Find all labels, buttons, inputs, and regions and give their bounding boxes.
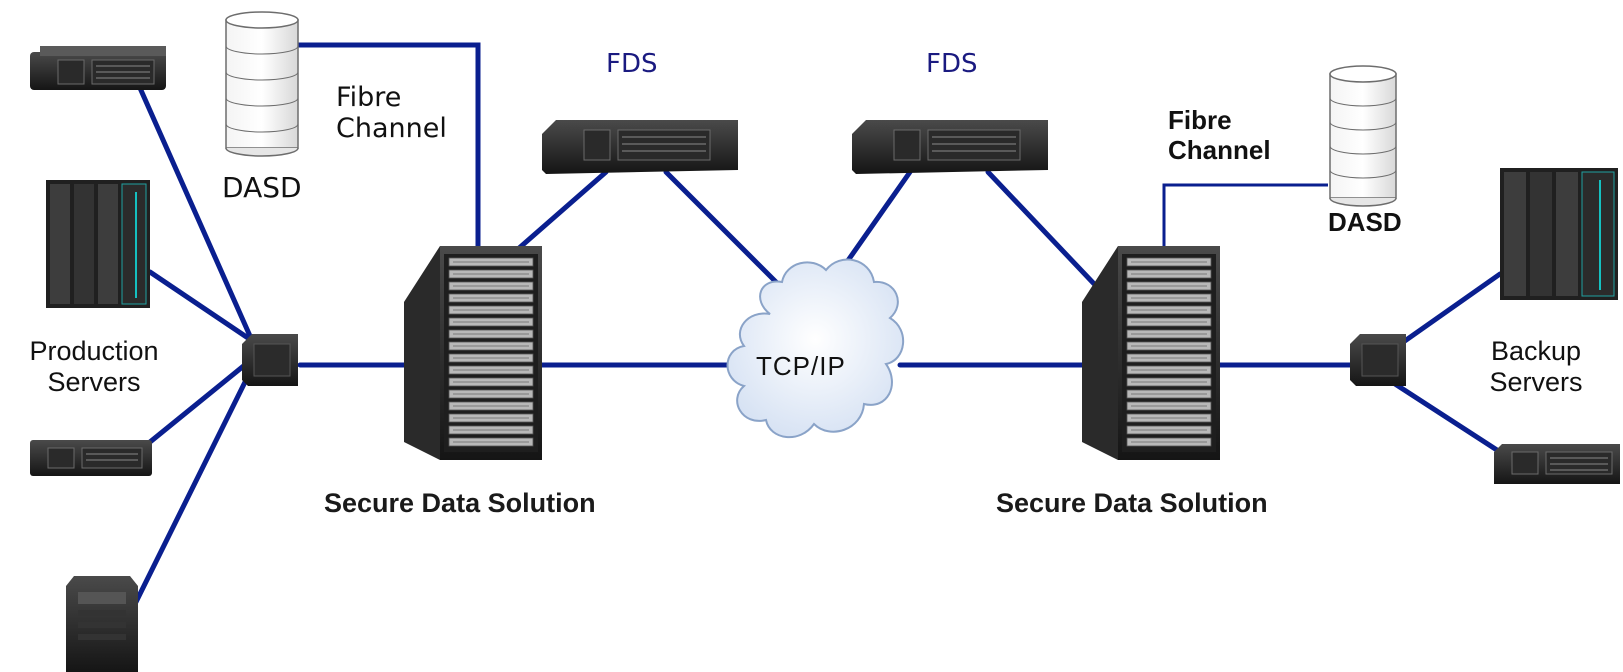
link-fds-right-to-sds-right [985, 169, 1101, 291]
link-prod-server-1 [137, 85, 253, 339]
fibre-channel-right-label: Fibre Channel [1168, 105, 1271, 166]
fibre-channel-right-link [1162, 183, 1328, 252]
rack-server-icon [542, 120, 738, 174]
rack-server-icon [1494, 444, 1620, 484]
network-switch-icon [242, 334, 298, 386]
network-switch-icon [1350, 334, 1406, 386]
disk-storage-icon [225, 11, 299, 157]
rack-server-icon [30, 440, 152, 476]
backup-servers-label-line2: Servers [1489, 367, 1583, 398]
tower-server-icon [46, 180, 150, 308]
production-servers-label-line2: Servers [47, 367, 141, 398]
fibre-channel-left-link [298, 42, 481, 252]
cloud-network-icon [726, 258, 905, 439]
secure-data-server-bays-right [1126, 257, 1212, 447]
link-prod-server-2 [147, 269, 251, 341]
tcp-ip-label: TCP/IP [756, 351, 846, 381]
backup-servers-label-line1: Backup [1490, 336, 1582, 366]
dasd-left-label: DASD [222, 171, 302, 204]
secure-data-solution-left-label: Secure Data Solution [324, 488, 596, 518]
fds-right-label: FDS [926, 49, 978, 79]
fibre-channel-right-line2: Channel [1168, 134, 1271, 165]
dasd-right-label: DASD [1328, 207, 1402, 237]
link-backup-server-2 [1389, 379, 1503, 455]
production-servers-label-line1: Production [29, 336, 159, 366]
secure-data-server-bays-left [448, 257, 534, 447]
fds-left-label: FDS [606, 49, 658, 79]
link-backup-server-1 [1389, 271, 1503, 353]
fibre-channel-left-label: Fibre Channel [336, 82, 447, 144]
fibre-channel-left-line2: Channel [336, 113, 447, 145]
fibre-channel-left-line1: Fibre [336, 82, 402, 113]
disk-storage-icon [1329, 65, 1397, 207]
link-sds-left-to-fds-left [507, 169, 609, 259]
link-prod-server-3 [147, 361, 249, 445]
tower-server-icon [1500, 168, 1618, 300]
backup-servers-label: Backup Servers [1466, 336, 1606, 398]
rack-server-icon [852, 120, 1048, 174]
rack-server-icon [30, 46, 166, 90]
link-prod-server-4 [131, 369, 253, 609]
tower-server-icon [66, 576, 138, 672]
secure-data-solution-right-label: Secure Data Solution [996, 488, 1268, 518]
production-servers-label: Production Servers [14, 336, 174, 398]
fibre-channel-right-line1: Fibre [1168, 105, 1232, 135]
connection-lines [131, 85, 1503, 609]
